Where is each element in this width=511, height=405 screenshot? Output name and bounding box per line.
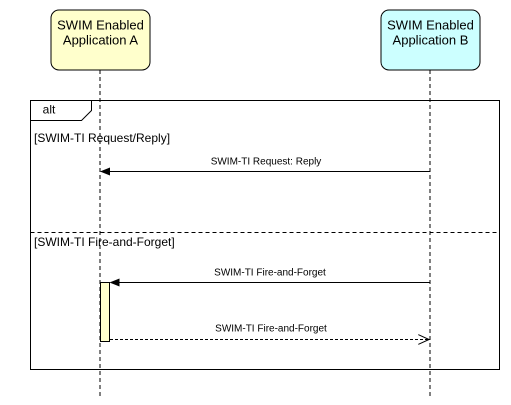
participant-a[interactable]: SWIM Enabled Application A — [50, 9, 151, 71]
message-fire-and-forget-2[interactable]: SWIM-TI Fire-and-Forget — [110, 324, 429, 340]
activation-bar-a — [100, 282, 110, 342]
message-request-reply[interactable]: SWIM-TI Request: Reply — [100, 157, 430, 176]
participant-b[interactable]: SWIM Enabled Application B — [380, 9, 481, 71]
guard-request-reply: [SWIM-TI Request/Reply] — [34, 131, 170, 145]
participant-b-label-line2: Application B — [393, 32, 469, 47]
alt-operator-label: alt — [43, 103, 56, 117]
message-request-reply-label: SWIM-TI Request: Reply — [211, 157, 322, 168]
participant-a-label-line2: Application A — [63, 32, 138, 47]
participant-a-label-line1: SWIM Enabled — [57, 17, 144, 32]
alt-frame[interactable]: alt [SWIM-TI Request/Reply] [SWIM-TI Fir… — [30, 100, 500, 370]
participant-a-box — [50, 9, 151, 71]
alt-frame-border — [30, 100, 500, 370]
guard-fire-and-forget: [SWIM-TI Fire-and-Forget] — [34, 235, 175, 249]
message-fire-and-forget-2-label: SWIM-TI Fire-and-Forget — [215, 324, 327, 335]
message-fire-and-forget-1-label: SWIM-TI Fire-and-Forget — [214, 268, 326, 279]
participant-b-box — [380, 9, 481, 71]
alt-frame-tab — [30, 100, 92, 121]
message-fire-and-forget-1[interactable]: SWIM-TI Fire-and-Forget — [109, 268, 431, 287]
participant-b-label-line1: SWIM Enabled — [387, 17, 474, 32]
